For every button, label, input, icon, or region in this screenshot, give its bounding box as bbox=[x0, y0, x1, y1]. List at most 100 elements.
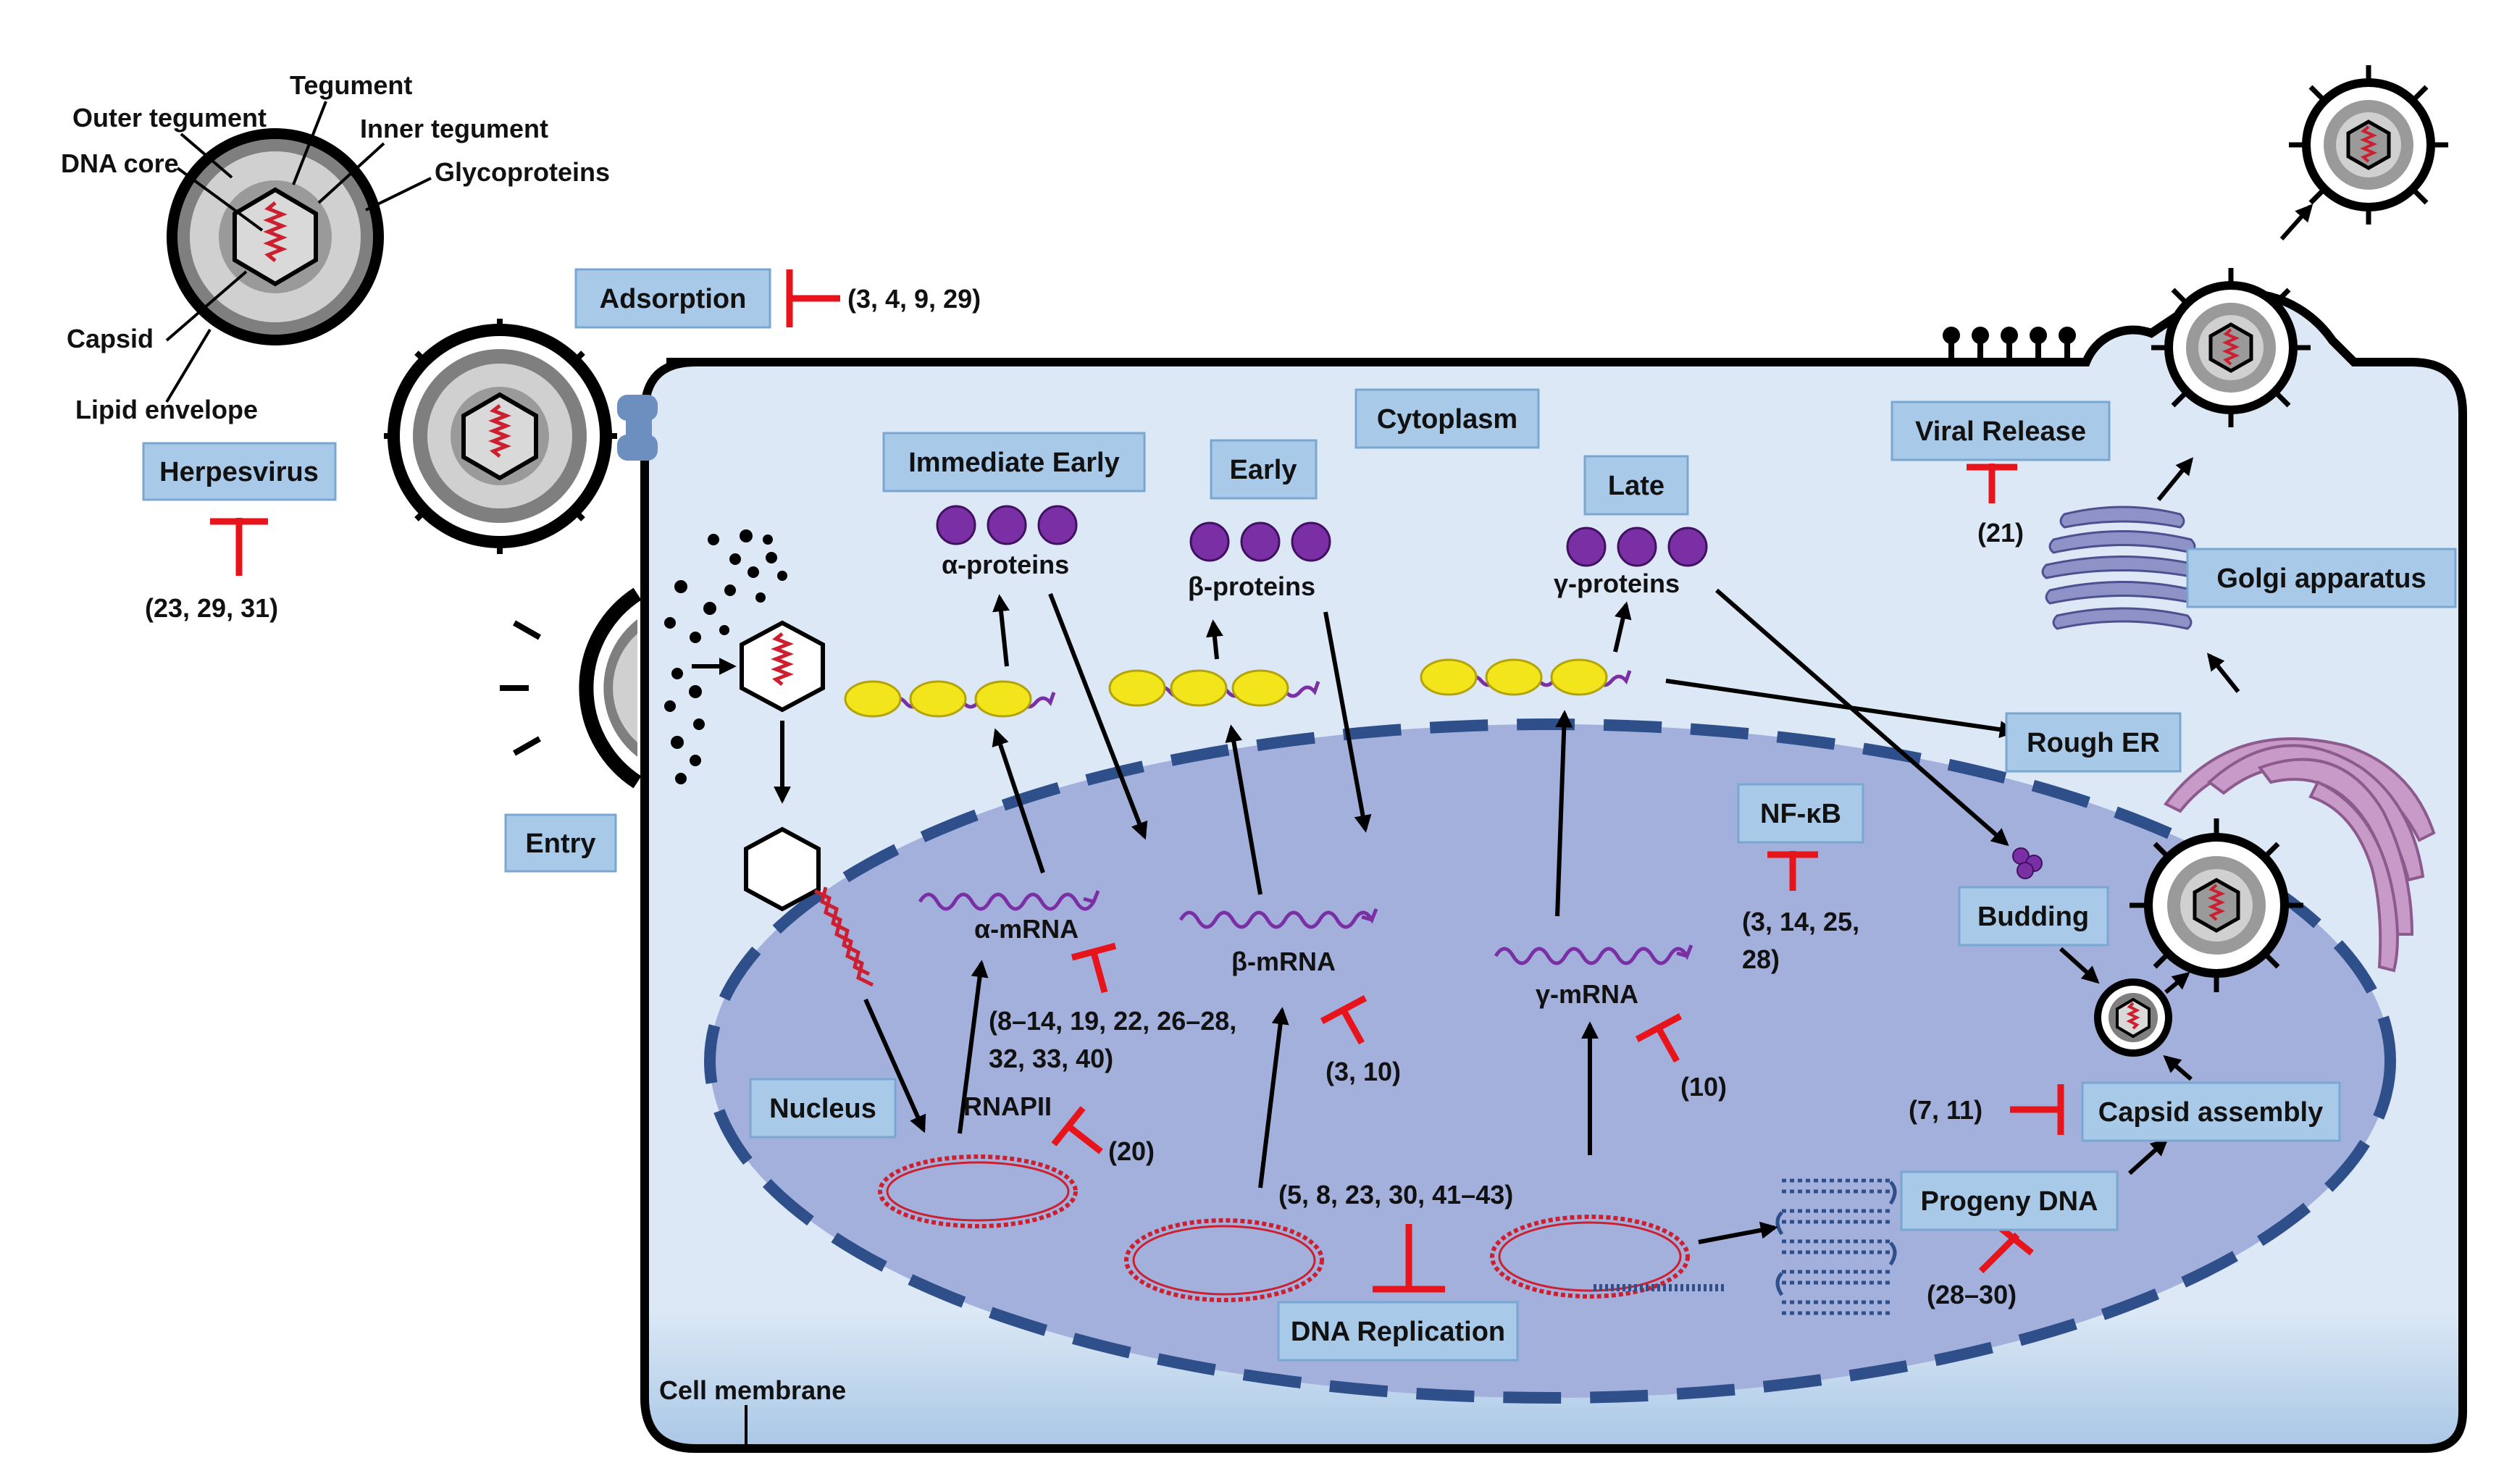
ref-capsid-assembly: (7, 11) bbox=[1909, 1095, 1982, 1125]
ref-gamma: (10) bbox=[1680, 1072, 1727, 1102]
nfkb-label: NF-κB bbox=[1760, 799, 1841, 829]
beta-protein-dots bbox=[1189, 521, 1331, 562]
reference-labels: (23, 29, 31) (3, 4, 9, 29) (21) (3, 14, … bbox=[145, 284, 2024, 1309]
early-label: Early bbox=[1230, 455, 1297, 485]
ref-rnapii: (20) bbox=[1108, 1136, 1155, 1166]
box-entry: Entry bbox=[504, 813, 617, 873]
ref-progeny-dna: (28–30) bbox=[1927, 1280, 2017, 1309]
rough-er-icon bbox=[2163, 737, 2436, 973]
box-dna-replication: DNA Replication bbox=[1277, 1301, 1519, 1362]
beta-mrna-label: β-mRNA bbox=[1231, 947, 1336, 976]
released-virion bbox=[2289, 65, 2448, 225]
box-nfkb: NF-κB bbox=[1737, 783, 1864, 844]
capsid-assembly-label: Capsid assembly bbox=[2098, 1097, 2323, 1128]
receptor-icon bbox=[617, 395, 658, 461]
nucleus bbox=[704, 718, 2396, 1404]
virion-adsorbing bbox=[384, 319, 617, 554]
inhibit-gamma-mrna bbox=[1635, 1013, 1683, 1063]
dna-replication-label: DNA Replication bbox=[1291, 1317, 1505, 1347]
budding-protein-icon bbox=[2012, 847, 2043, 879]
entering-capsid bbox=[692, 620, 825, 804]
virion-budding-membrane bbox=[2151, 268, 2311, 427]
gamma-polysome bbox=[1420, 658, 1632, 696]
ref-adsorption: (3, 4, 9, 29) bbox=[847, 284, 981, 314]
alpha-polysome bbox=[844, 680, 1056, 718]
box-progeny-dna: Progeny DNA bbox=[1900, 1170, 2119, 1231]
virion-part-labels: Tegument Outer tegument Inner tegument D… bbox=[61, 70, 610, 424]
inhibit-dna-replication bbox=[1373, 1224, 1445, 1293]
ref-alpha-line2: 32, 33, 40) bbox=[989, 1044, 1113, 1073]
alpha-proteins-label: α-proteins bbox=[942, 550, 1069, 579]
box-golgi: Golgi apparatus bbox=[2186, 548, 2457, 608]
ref-herpesvirus: (23, 29, 31) bbox=[145, 593, 278, 623]
glycoproteins-label: Glycoproteins bbox=[435, 157, 610, 187]
gamma-protein-dots bbox=[1566, 527, 1708, 567]
box-early: Early bbox=[1210, 439, 1318, 500]
viral-dna-circle-2 bbox=[1124, 1218, 1324, 1302]
ref-dna-replication: (5, 8, 23, 30, 41–43) bbox=[1278, 1180, 1513, 1210]
beta-proteins-label: β-proteins bbox=[1188, 571, 1315, 601]
adsorption-label: Adsorption bbox=[600, 284, 747, 314]
late-label: Late bbox=[1608, 471, 1665, 501]
cytoplasm-label: Cytoplasm bbox=[1377, 404, 1517, 435]
enveloped-virion-cytoplasm bbox=[2130, 818, 2303, 992]
nucleus-label: Nucleus bbox=[769, 1094, 876, 1124]
inhibit-herpesvirus bbox=[210, 518, 268, 576]
viral-release-label: Viral Release bbox=[1915, 416, 2086, 447]
tegument-particles bbox=[664, 529, 787, 784]
ref-beta: (3, 10) bbox=[1326, 1057, 1401, 1086]
alpha-mrna-label: α-mRNA bbox=[974, 914, 1079, 944]
box-herpesvirus: Herpesvirus bbox=[142, 442, 337, 501]
beta-polysome bbox=[1108, 669, 1320, 707]
capsid-at-pore bbox=[744, 826, 874, 987]
box-capsid-assembly: Capsid assembly bbox=[2081, 1081, 2341, 1142]
rough-er-label: Rough ER bbox=[2027, 728, 2160, 758]
inhibit-rnapii bbox=[1051, 1106, 1103, 1154]
inhibition-markers bbox=[210, 269, 2064, 1293]
box-adsorption: Adsorption bbox=[574, 268, 771, 329]
ref-nfkb-line1: (3, 14, 25, bbox=[1742, 907, 1859, 936]
viral-dna-circle-1 bbox=[878, 1154, 1078, 1228]
ref-nfkb-line2: 28) bbox=[1742, 944, 1780, 974]
box-rough-er: Rough ER bbox=[2005, 712, 2182, 773]
free-labels: α-proteins β-proteins γ-proteins α-mRNA … bbox=[659, 550, 1680, 1445]
inner-tegument-label: Inner tegument bbox=[360, 114, 548, 143]
entry-label: Entry bbox=[525, 829, 595, 859]
box-budding: Budding bbox=[1958, 886, 2109, 947]
box-viral-release: Viral Release bbox=[1890, 401, 2111, 461]
inhibit-adsorption bbox=[786, 269, 840, 327]
box-late: Late bbox=[1583, 455, 1689, 516]
outer-tegument-label: Outer tegument bbox=[72, 103, 267, 133]
virion-fusing bbox=[500, 587, 642, 789]
nuclear-capsid bbox=[2094, 978, 2172, 1057]
gamma-mrna-label: γ-mRNA bbox=[1536, 979, 1638, 1009]
rnapii-label: RNAPII bbox=[963, 1091, 1052, 1121]
dna-core-label: DNA core bbox=[61, 148, 179, 178]
budding-label: Budding bbox=[1977, 902, 2089, 932]
alpha-mrna-strand bbox=[918, 890, 1100, 911]
immediate-early-label: Immediate Early bbox=[908, 448, 1119, 478]
herpesvirus-label: Herpesvirus bbox=[159, 457, 319, 487]
alpha-protein-dots bbox=[936, 505, 1078, 545]
pathway-arrows bbox=[863, 204, 2314, 1244]
ref-viral-release: (21) bbox=[1977, 518, 2024, 548]
progeny-dna-strands bbox=[1775, 1178, 1897, 1315]
box-immediate-early: Immediate Early bbox=[882, 432, 1146, 492]
inhibit-viral-release bbox=[1967, 464, 2017, 503]
inhibit-beta-mrna bbox=[1320, 995, 1368, 1045]
tegument-label: Tegument bbox=[290, 70, 412, 100]
virion-diagram bbox=[167, 128, 384, 345]
box-cytoplasm: Cytoplasm bbox=[1354, 388, 1540, 449]
membrane-receptors bbox=[1943, 327, 2076, 362]
viral-dna-circle-3 bbox=[1490, 1215, 1724, 1299]
inhibit-capsid-assembly bbox=[2010, 1084, 2064, 1135]
capsid-label: Capsid bbox=[67, 324, 154, 353]
gamma-mrna-strand bbox=[1494, 944, 1693, 965]
box-nucleus: Nucleus bbox=[749, 1078, 897, 1139]
gamma-proteins-label: γ-proteins bbox=[1554, 569, 1680, 598]
beta-mrna-strand bbox=[1178, 908, 1378, 929]
golgi-label: Golgi apparatus bbox=[2216, 563, 2426, 594]
cell-membrane-label: Cell membrane bbox=[659, 1375, 846, 1405]
inhibit-nfkb bbox=[1767, 851, 1818, 891]
